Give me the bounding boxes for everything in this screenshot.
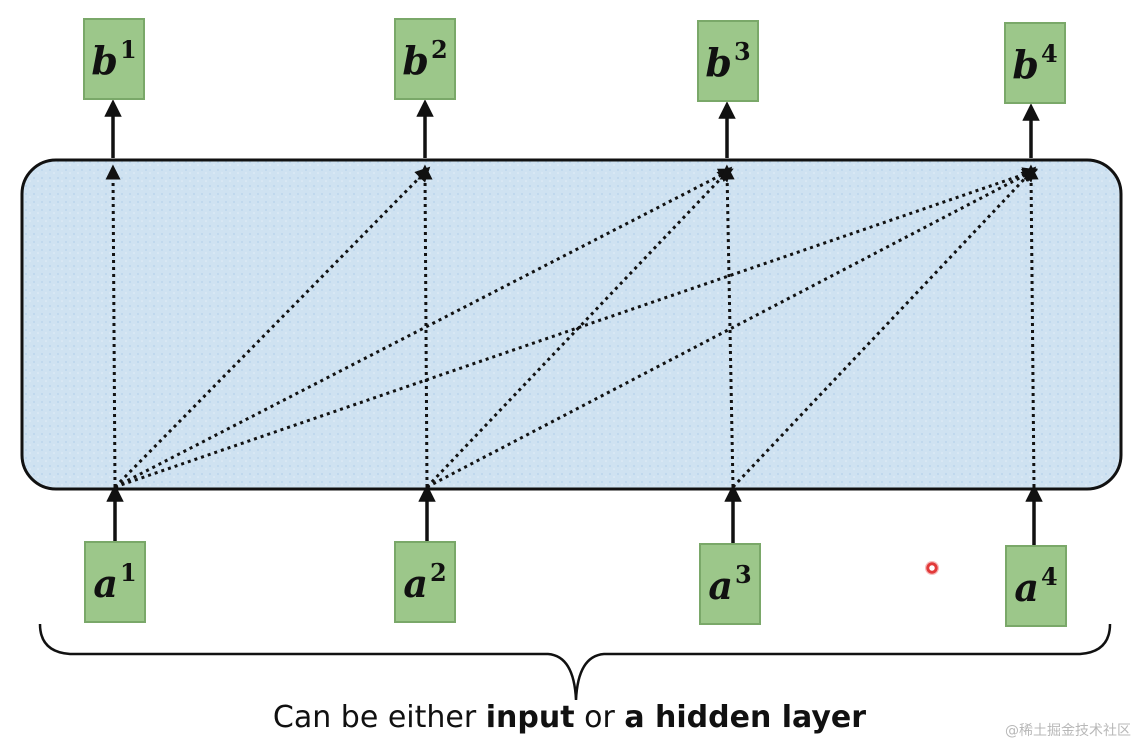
output-box-b2: b2 — [394, 18, 456, 100]
connection-a1-to-b3 — [114, 168, 734, 489]
caption: Can be either input or a hidden layer — [272, 700, 867, 735]
attention-connections — [105, 164, 1039, 489]
connection-a2-to-b4 — [426, 168, 1038, 489]
grouping-brace — [38, 623, 1112, 701]
output-box-b3: b3 — [697, 20, 759, 102]
connection-a3-to-b4 — [731, 166, 1037, 489]
input-box-a1: a1 — [84, 541, 146, 623]
connection-a2-to-b3 — [425, 166, 733, 489]
output-box-b1: b1 — [83, 18, 145, 100]
attention-layer-panel — [20, 158, 1123, 491]
input-box-a2: a2 — [394, 541, 456, 623]
output-box-b4: b4 — [1004, 22, 1066, 104]
input-box-a3: a3 — [699, 543, 761, 625]
connection-a1-to-b4 — [114, 167, 1039, 489]
input-box-a4: a4 — [1005, 545, 1067, 627]
input-output-arrows — [104, 99, 1043, 545]
watermark: @稀土掘金技术社区 — [1005, 723, 1131, 739]
laser-pointer-dot — [925, 561, 939, 575]
